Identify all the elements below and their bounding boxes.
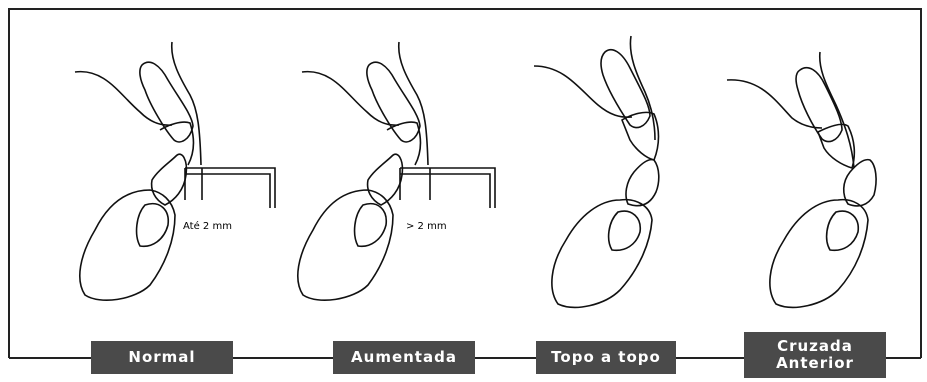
panel-cruzada-anterior xyxy=(727,52,876,307)
lower-incisor xyxy=(152,154,187,205)
lower-incisor xyxy=(368,154,403,205)
lower-incisor xyxy=(626,160,659,206)
measure-bracket xyxy=(400,168,495,208)
label-normal-text: Normal xyxy=(128,349,195,366)
measure-label-aumentada: > 2 mm xyxy=(406,221,447,232)
lower-root xyxy=(827,211,859,250)
label-normal: Normal xyxy=(91,341,233,374)
panel-normal xyxy=(75,42,275,300)
lower-root xyxy=(609,211,641,250)
label-cruzada-text: Cruzada xyxy=(777,338,853,355)
lower-root xyxy=(137,204,169,247)
upper-lip-line xyxy=(534,66,632,117)
label-cruzada-anterior: Cruzada Anterior xyxy=(744,332,886,378)
upper-crown xyxy=(367,62,420,142)
panel-aumentada xyxy=(298,42,495,300)
upper-gum-line xyxy=(399,42,428,165)
label-aumentada-text: Aumentada xyxy=(351,349,457,366)
upper-gum-line xyxy=(172,42,201,165)
upper-crown xyxy=(796,68,842,142)
upper-crown xyxy=(140,62,193,142)
measure-label-normal: Até 2 mm xyxy=(183,220,232,232)
frame-line xyxy=(9,9,921,358)
lower-root xyxy=(355,204,387,247)
label-topo-a-topo-text: Topo a topo xyxy=(551,349,661,366)
measure-bracket xyxy=(185,168,275,208)
lower-crown xyxy=(552,200,652,308)
upper-gum-line xyxy=(630,36,655,140)
upper-lip-line xyxy=(727,80,822,128)
panel-topo-a-topo xyxy=(534,36,659,307)
label-aumentada: Aumentada xyxy=(333,341,475,374)
label-topo-a-topo: Topo a topo xyxy=(536,341,676,374)
label-anterior-text: Anterior xyxy=(776,355,854,372)
upper-root xyxy=(818,124,854,168)
